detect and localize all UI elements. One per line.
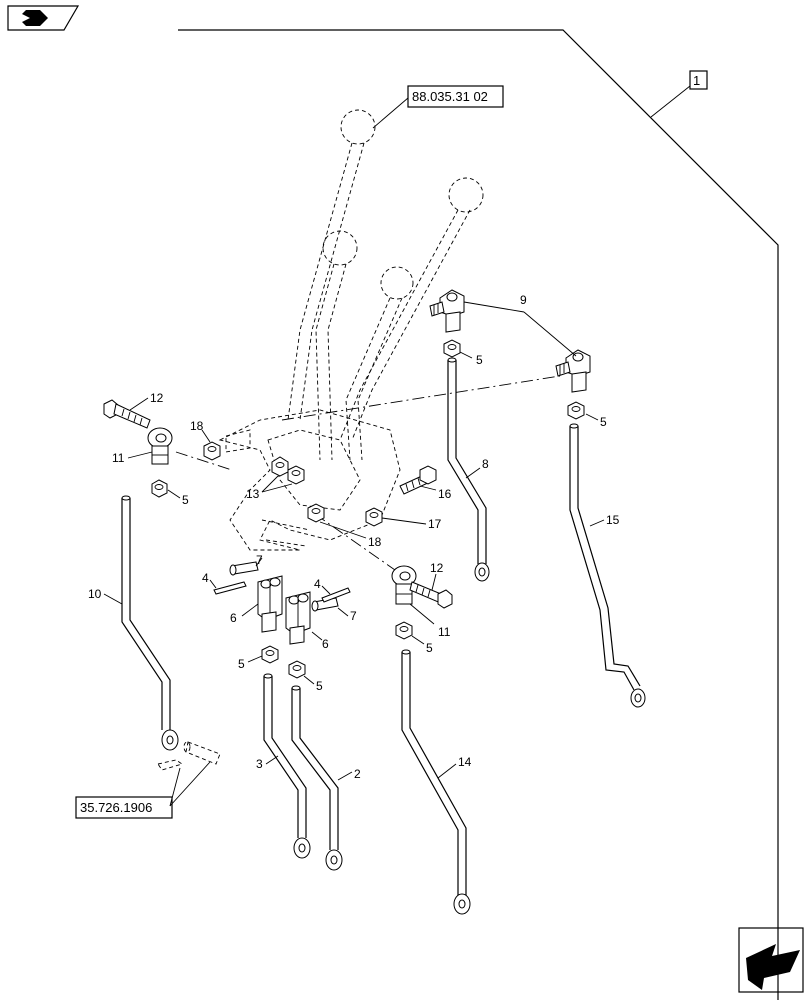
- callout-12-right: 12: [430, 561, 444, 575]
- bolt-16: [399, 465, 437, 495]
- callout-16: 16: [438, 487, 452, 501]
- callout-4-left: 4: [202, 571, 209, 585]
- nut-5-rod14: [395, 621, 413, 640]
- control-levers-phantom: [218, 109, 484, 551]
- callout-5-rod14: 5: [426, 641, 433, 655]
- next-page-arrow-icon[interactable]: [738, 927, 804, 993]
- nut-18-bottom: [307, 503, 325, 523]
- callout-11-right: 11: [438, 625, 451, 639]
- book-icon[interactable]: [7, 5, 80, 31]
- swivel-9-right: [555, 349, 591, 393]
- assembly-frame-line: [178, 29, 779, 1000]
- nut-5-rod3: [261, 645, 279, 664]
- nut-17: [365, 507, 383, 527]
- callout-9: 9: [520, 293, 527, 307]
- callout-5-rod8: 5: [476, 353, 483, 367]
- clevis-6-right: [285, 591, 311, 645]
- callout-14: 14: [458, 755, 472, 769]
- callout-15: 15: [606, 513, 620, 527]
- assembly-callout-box: [689, 70, 708, 90]
- callout-10: 10: [88, 587, 102, 601]
- rod-14: [401, 649, 471, 915]
- nuts-13: [271, 456, 305, 485]
- callout-2: 2: [354, 767, 361, 781]
- bolt-12-right: [409, 581, 453, 609]
- rod-end-11-right: [391, 565, 417, 605]
- reference-box-top[interactable]: [407, 85, 504, 108]
- nut-5-rod8: [443, 339, 461, 358]
- rod-end-11-left: [147, 427, 173, 465]
- clip-4-left: [213, 581, 247, 595]
- callout-18-bottom: 18: [368, 535, 382, 549]
- callout-12-left: 12: [150, 391, 164, 405]
- rod-15: [569, 423, 646, 708]
- reference-bottom-label: 35.726.1906: [80, 800, 152, 815]
- callout-3: 3: [256, 757, 263, 771]
- swivel-9-left: [429, 289, 465, 333]
- callout-11-left: 11: [112, 451, 125, 465]
- callout-5-left: 5: [182, 493, 189, 507]
- callout-6-right: 6: [322, 637, 329, 651]
- callout-6-left: 6: [230, 611, 237, 625]
- clip-4-right: [321, 587, 351, 603]
- callout-13: 13: [246, 487, 260, 501]
- nut-5-rod2: [288, 660, 306, 679]
- callout-7-left: 7: [256, 553, 263, 567]
- rod-10: [121, 495, 179, 751]
- callout-7-right: 7: [350, 609, 357, 623]
- callout-5-rod15: 5: [600, 415, 607, 429]
- assembly-axis-lines: [175, 375, 561, 571]
- callout-1: 1: [693, 73, 700, 88]
- bolt-12-left: [103, 399, 151, 429]
- rod-2: [291, 685, 343, 871]
- nut-5-rod15: [567, 401, 585, 420]
- callout-8: 8: [482, 457, 489, 471]
- nut-18-top: [203, 441, 221, 461]
- clevis-6-left: [257, 575, 283, 633]
- callout-5-rod2: 5: [316, 679, 323, 693]
- rod-3: [263, 673, 311, 859]
- nut-5-left: [151, 479, 168, 498]
- reference-box-bottom[interactable]: [75, 796, 173, 819]
- reference-top-label: 88.035.31 02: [412, 89, 488, 104]
- callout-5-rod3: 5: [238, 657, 245, 671]
- callout-17: 17: [428, 517, 442, 531]
- pin-7-right: [311, 597, 339, 612]
- rod-8: [447, 357, 490, 582]
- callout-4-right: 4: [314, 577, 321, 591]
- pin-and-clip-ref: [157, 741, 221, 771]
- callout-18-top: 18: [190, 419, 204, 433]
- pin-7-left: [229, 561, 259, 576]
